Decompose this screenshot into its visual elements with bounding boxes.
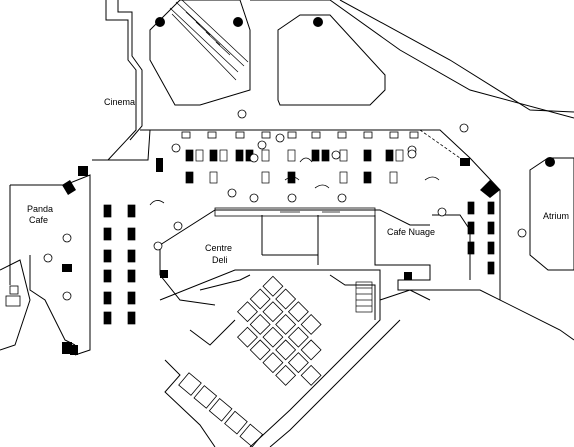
staircase (355, 281, 373, 313)
atrium-upper-room (277, 14, 386, 106)
column-markers (155, 17, 555, 167)
centre-deli-label-line1: Centre (205, 243, 233, 253)
escalator-stripes (169, 0, 249, 81)
table-cluster-bottom (178, 372, 264, 447)
panda-cafe-label-line1: Panda (27, 204, 54, 214)
table-cluster-lower (237, 275, 322, 386)
cafe-nuage-label: Cafe Nuage (387, 227, 436, 237)
lamp-markers (43, 109, 527, 301)
door-swings (149, 157, 440, 206)
service-counters (214, 207, 376, 217)
table-row-top (181, 131, 419, 139)
table-cluster-left (103, 204, 136, 325)
fixtures (62, 158, 500, 355)
table-cluster-right (467, 201, 495, 275)
table-cluster-upper (185, 149, 404, 184)
panda-cafe-fixtures (5, 285, 21, 307)
panda-cafe-label-line2: Cafe (29, 215, 49, 225)
centre-deli-label-line2: Deli (212, 255, 228, 265)
dashed-boundary (140, 129, 461, 159)
escalator-area (149, 0, 251, 106)
cinema-label: Cinema (104, 97, 136, 107)
atrium-label: Atrium (543, 211, 570, 221)
